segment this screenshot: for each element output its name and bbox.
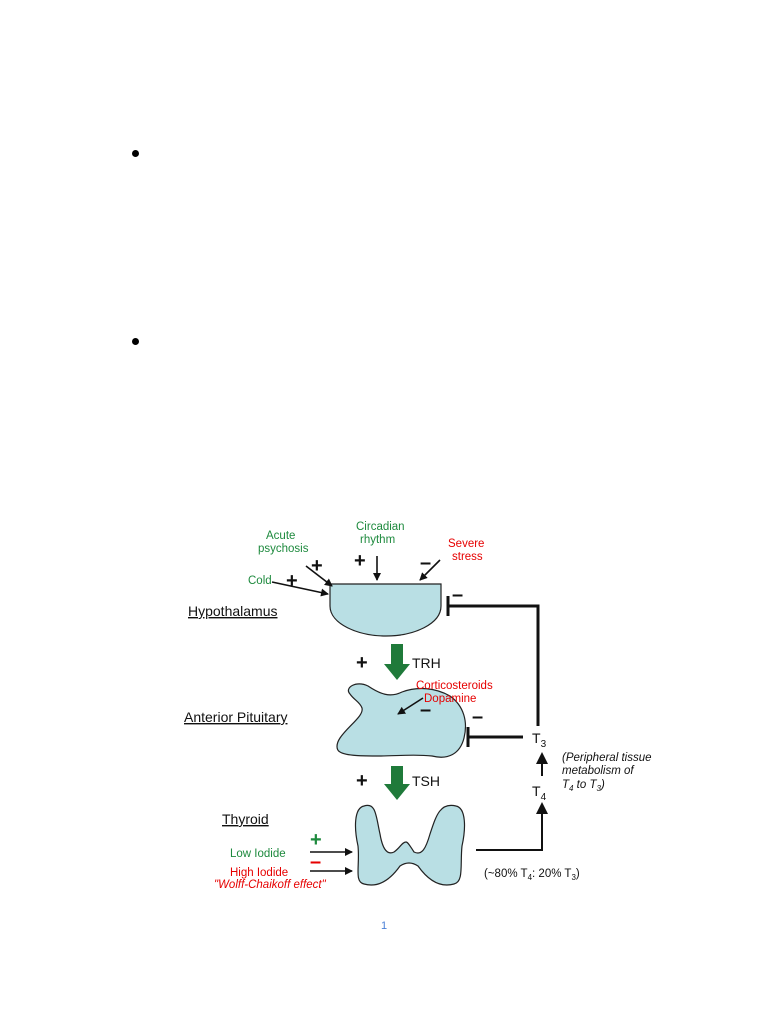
thyroid-label: Thyroid	[222, 811, 269, 827]
page-number: 1	[380, 920, 388, 932]
cold-arrow	[271, 581, 329, 597]
cold-label: Cold	[248, 575, 272, 587]
plus-sign: +	[311, 555, 323, 577]
bullet-point	[132, 150, 139, 157]
acute-psychosis-arrow	[305, 565, 333, 587]
bullet-point	[132, 338, 139, 345]
t4-to-t3-arrowhead	[536, 752, 548, 764]
t3-label: T3	[532, 730, 547, 750]
acute-psychosis-label: Acute	[266, 530, 295, 542]
hypothalamus-label: Hypothalamus	[188, 603, 278, 619]
wolff-chaikoff-label: "Wolff-Chaikoff effect"	[214, 879, 327, 891]
acute-psychosis-label-line2: psychosis	[258, 543, 309, 555]
severe-stress-label: Severe	[448, 538, 484, 550]
ratio-note: (~80% T4: 20% T3)	[484, 868, 580, 882]
anterior-pituitary-shape	[336, 683, 467, 758]
circadian-rhythm-label-line2: rhythm	[360, 534, 395, 546]
plus-sign: +	[286, 570, 298, 592]
peripheral-note-line3: T4 to T3)	[562, 779, 605, 793]
tsh-arrow	[384, 766, 410, 800]
plus-sign: +	[356, 770, 368, 792]
trh-arrow	[384, 644, 410, 680]
minus-sign: –	[310, 851, 321, 873]
corticosteroids-label: Corticosteroids	[416, 680, 493, 692]
circadian-rhythm-label: Circadian	[356, 521, 405, 533]
thyroid-axis-diagram: Hypothalamus Anterior Pituitary Thyroid …	[118, 516, 666, 904]
dopamine-label: Dopamine	[424, 693, 476, 705]
low-iodide-label: Low Iodide	[230, 848, 286, 860]
severe-stress-arrow	[419, 559, 441, 581]
thyroid-shape	[354, 804, 466, 886]
t3-feedback-hypothalamus-line	[448, 604, 540, 726]
tsh-label: TSH	[412, 773, 440, 789]
peripheral-note-line1: (Peripheral tissue	[562, 752, 651, 764]
hypothalamus-shape	[329, 583, 442, 637]
minus-sign: –	[452, 584, 463, 606]
corticosteroids-arrow	[397, 697, 424, 715]
plus-sign: +	[310, 829, 322, 851]
minus-sign: –	[472, 706, 483, 728]
thyroid-output-line	[476, 810, 543, 851]
t4-label: T4	[532, 783, 547, 803]
peripheral-note-line2: metabolism of	[562, 765, 635, 777]
plus-sign: +	[354, 550, 366, 572]
thyroid-output-arrowhead	[536, 802, 548, 814]
minus-sign: –	[420, 699, 431, 721]
anterior-pituitary-label: Anterior Pituitary	[184, 709, 287, 725]
high-iodide-label: High Iodide	[230, 867, 288, 879]
trh-label: TRH	[412, 655, 441, 671]
plus-sign: +	[356, 652, 368, 674]
minus-sign: –	[420, 552, 431, 574]
severe-stress-label-line2: stress	[452, 551, 483, 563]
